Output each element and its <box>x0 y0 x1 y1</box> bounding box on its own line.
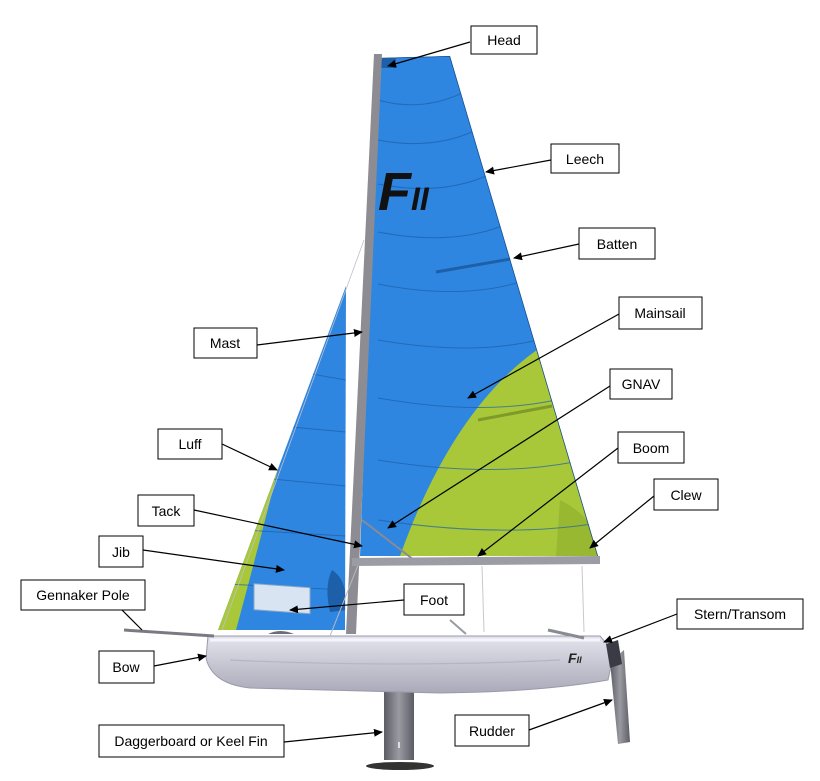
leader-leech <box>485 159 552 175</box>
hull-logo-letter: F <box>568 650 577 666</box>
label-rudder: Rudder <box>454 714 530 747</box>
leader-bow <box>153 653 207 667</box>
leader-rudder <box>528 698 613 731</box>
label-daggerboard-text: Daggerboard or Keel Fin <box>114 733 267 749</box>
label-leech-text: Leech <box>566 151 604 167</box>
label-clew: Clew <box>653 478 719 511</box>
vang <box>361 519 415 561</box>
sail-logo-letter: F <box>378 162 413 222</box>
mainsheet-1 <box>481 565 485 633</box>
mainsail-batten-lower <box>477 404 553 422</box>
leader-boom <box>477 447 619 557</box>
label-head-text: Head <box>487 32 520 48</box>
label-luff: Luff <box>157 428 223 460</box>
label-clew-text: Clew <box>670 487 702 503</box>
leader-lines <box>121 41 678 743</box>
transom-fitting <box>606 640 622 668</box>
shroud <box>329 559 361 637</box>
deck-hatch <box>268 631 294 634</box>
gennaker-pole <box>123 628 215 638</box>
leader-foot <box>289 599 405 614</box>
sail-logo: FII <box>378 162 430 222</box>
mast-spar <box>346 54 382 634</box>
label-bow: Bow <box>98 650 155 684</box>
sail-logo-numeral: II <box>411 181 430 217</box>
rudder-blade <box>610 650 630 744</box>
label-stern-transom-text: Stern/Transom <box>694 606 786 622</box>
leader-clew <box>589 495 655 549</box>
daggerboard-fin <box>384 692 414 760</box>
label-boom-text: Boom <box>633 440 670 456</box>
head-board <box>380 58 396 68</box>
hull-logo-numeral: II <box>577 655 583 665</box>
label-tack: Tack <box>137 494 195 527</box>
label-mainsail: Mainsail <box>618 296 703 330</box>
label-stern-transom: Stern/Transom <box>676 598 804 630</box>
leader-stern <box>603 613 678 643</box>
label-bow-text: Bow <box>112 659 140 675</box>
label-batten-text: Batten <box>597 236 637 252</box>
leader-head <box>387 41 471 68</box>
label-boom: Boom <box>617 431 685 464</box>
hull-logo: FII <box>568 650 582 666</box>
label-head: Head <box>470 25 538 55</box>
label-batten: Batten <box>578 227 656 260</box>
leader-batten <box>513 243 580 261</box>
label-foot: Foot <box>403 583 465 616</box>
aft-deck-fitting <box>547 628 585 640</box>
hiking-strap <box>449 619 467 635</box>
label-mast: Mast <box>193 327 258 359</box>
hull-chine <box>229 659 561 665</box>
leader-tack <box>193 509 363 549</box>
label-gennaker-pole: Gennaker Pole <box>20 579 146 611</box>
boom-spar <box>352 556 600 566</box>
leader-daggerboard <box>283 728 383 743</box>
leader-gennaker-pole <box>121 609 143 631</box>
leader-mast <box>256 329 363 346</box>
mainsail-batten-upper <box>435 256 517 274</box>
leader-mainsail <box>467 313 620 399</box>
label-leech: Leech <box>550 143 620 174</box>
label-jib-text: Jib <box>112 544 130 560</box>
label-foot-text: Foot <box>420 592 448 608</box>
mainsheet-2 <box>581 565 585 633</box>
daggerboard-shadow <box>366 762 434 770</box>
label-gennaker-pole-text: Gennaker Pole <box>36 587 130 603</box>
leader-jib <box>142 549 285 573</box>
label-gnav-text: GNAV <box>622 376 661 392</box>
daggerboard-mark <box>398 742 400 748</box>
label-luff-text: Luff <box>178 436 201 452</box>
leader-luff <box>221 443 278 471</box>
label-tack-text: Tack <box>152 503 182 519</box>
label-mainsail-text: Mainsail <box>634 305 685 321</box>
label-jib: Jib <box>98 535 144 568</box>
label-rudder-text: Rudder <box>469 723 515 739</box>
leader-gnav <box>387 385 611 529</box>
label-daggerboard: Daggerboard or Keel Fin <box>98 724 285 758</box>
label-gnav: GNAV <box>609 368 673 400</box>
label-mast-text: Mast <box>210 335 240 351</box>
